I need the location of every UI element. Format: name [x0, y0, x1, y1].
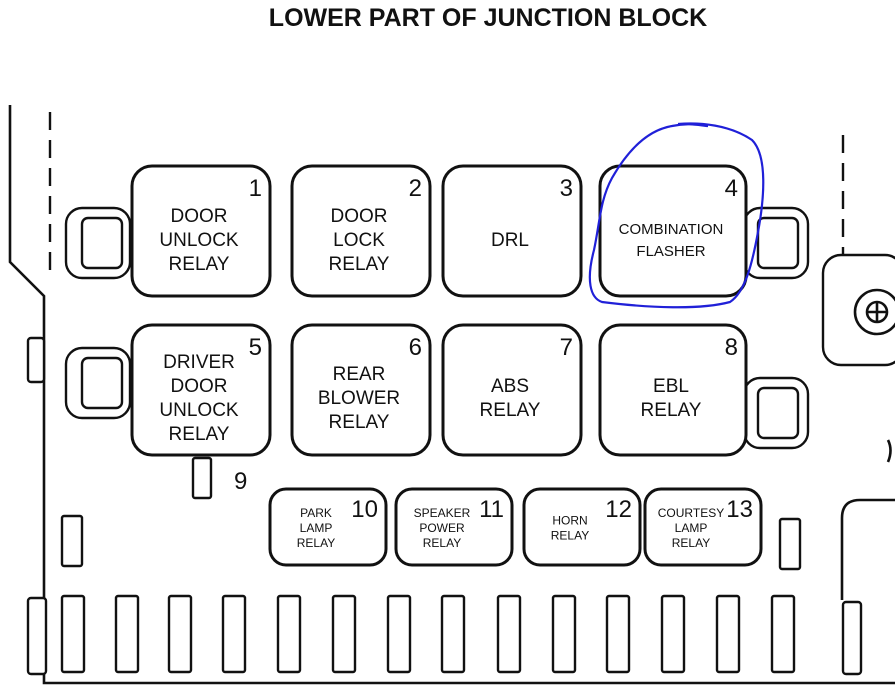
relay-1-box [130, 164, 272, 298]
relay-13-label-line: LAMP [675, 521, 708, 535]
relay-2-label-line: RELAY [329, 254, 390, 275]
terminal-slot [496, 594, 522, 674]
relay-10-box [268, 487, 388, 567]
relay-7-box [441, 323, 583, 457]
relay-13-label-line: COURTESY [658, 506, 724, 520]
relay-11-box [394, 487, 514, 567]
terminal-slot [114, 594, 140, 674]
relay-10-label-line: RELAY [297, 536, 335, 550]
relay-11-label-line: POWER [419, 521, 465, 535]
terminal-slot [660, 594, 686, 674]
clip-left-bottom [64, 346, 132, 420]
relay-5-label-line: DRIVER [163, 352, 235, 373]
relay-boxes: 1DOORUNLOCKRELAY2DOORLOCKRELAY3DRL4COMBI… [130, 164, 763, 567]
relay-12-number: 12 [605, 496, 632, 523]
highlight-circle [588, 122, 765, 309]
relay-6-label-line: RELAY [329, 412, 390, 433]
relay-8-label-line: RELAY [641, 400, 702, 421]
relay-1-label-line: DOOR [171, 206, 228, 227]
relay-6-label-line: BLOWER [318, 388, 400, 409]
relay-8-box [598, 323, 748, 457]
relay-1-label-line: UNLOCK [159, 230, 239, 251]
clip-left-top [64, 206, 132, 280]
relay-11-number: 11 [479, 496, 504, 523]
relay-10-number: 10 [351, 496, 378, 523]
terminal-slot [770, 594, 796, 674]
relay-7-number: 7 [560, 334, 573, 361]
relay-2-label-line: LOCK [333, 230, 385, 251]
relay-13-box [643, 487, 763, 567]
terminal-slot [331, 594, 357, 674]
relay-11-label-line: SPEAKER [414, 506, 471, 520]
relay-5-box [130, 323, 272, 457]
terminal-slot [276, 594, 302, 674]
relay-3-box [441, 164, 583, 298]
relay-1-label-line: RELAY [169, 254, 230, 275]
diagram-title: LOWER PART OF JUNCTION BLOCK [269, 4, 707, 32]
relay-4-label-line: FLASHER [636, 243, 705, 260]
relay-10-label-line: LAMP [300, 521, 333, 535]
relay-8-number: 8 [725, 334, 738, 361]
relay-5-label-line: RELAY [169, 424, 230, 445]
relay-7-label-line: RELAY [480, 400, 541, 421]
relay-4-box [598, 164, 748, 298]
relay-7-label-line: ABS [491, 376, 529, 397]
terminal-slot [440, 594, 466, 674]
relay-5-label-line: UNLOCK [159, 400, 239, 421]
junction-block-housing [8, 105, 895, 685]
relay-3-label-line: DRL [491, 230, 529, 251]
terminal-slot [167, 594, 193, 674]
relay-6-number: 6 [409, 334, 422, 361]
terminal-slot [60, 594, 86, 674]
relay-6-label-line: REAR [333, 364, 386, 385]
relay-13-number: 13 [726, 496, 753, 523]
relay-12-box [522, 487, 642, 567]
relay-12-label-line: RELAY [551, 529, 589, 543]
relay-12-label-line: HORN [552, 514, 587, 528]
relay-8-label-line: EBL [653, 376, 689, 397]
side-clips [64, 206, 810, 450]
terminal-slot [386, 594, 412, 674]
relay-10-label-line: PARK [300, 506, 332, 520]
relay-2-label-line: DOOR [331, 206, 388, 227]
clip-right-bottom [742, 376, 810, 450]
clip-right-top [742, 206, 810, 280]
relay-11-label-line: RELAY [423, 536, 461, 550]
terminal-slot [605, 594, 631, 674]
relay-3-number: 3 [560, 175, 573, 202]
relay-5-label-line: DOOR [171, 376, 228, 397]
terminal-slot [715, 594, 741, 674]
relay-4-label-line: COMBINATION [619, 221, 724, 238]
terminal-slot [551, 594, 577, 674]
connector-9-label: 9 [234, 468, 247, 495]
relay-4-number: 4 [725, 175, 738, 202]
relay-2-box [290, 164, 432, 298]
relay-6-box [290, 323, 432, 457]
connector-9: 9 [191, 456, 247, 500]
terminal-slot [221, 594, 247, 674]
relay-1-number: 1 [249, 175, 262, 202]
relay-5-number: 5 [249, 334, 262, 361]
relay-13-label-line: RELAY [672, 536, 710, 550]
terminal-slots [26, 514, 863, 676]
relay-2-number: 2 [409, 175, 422, 202]
